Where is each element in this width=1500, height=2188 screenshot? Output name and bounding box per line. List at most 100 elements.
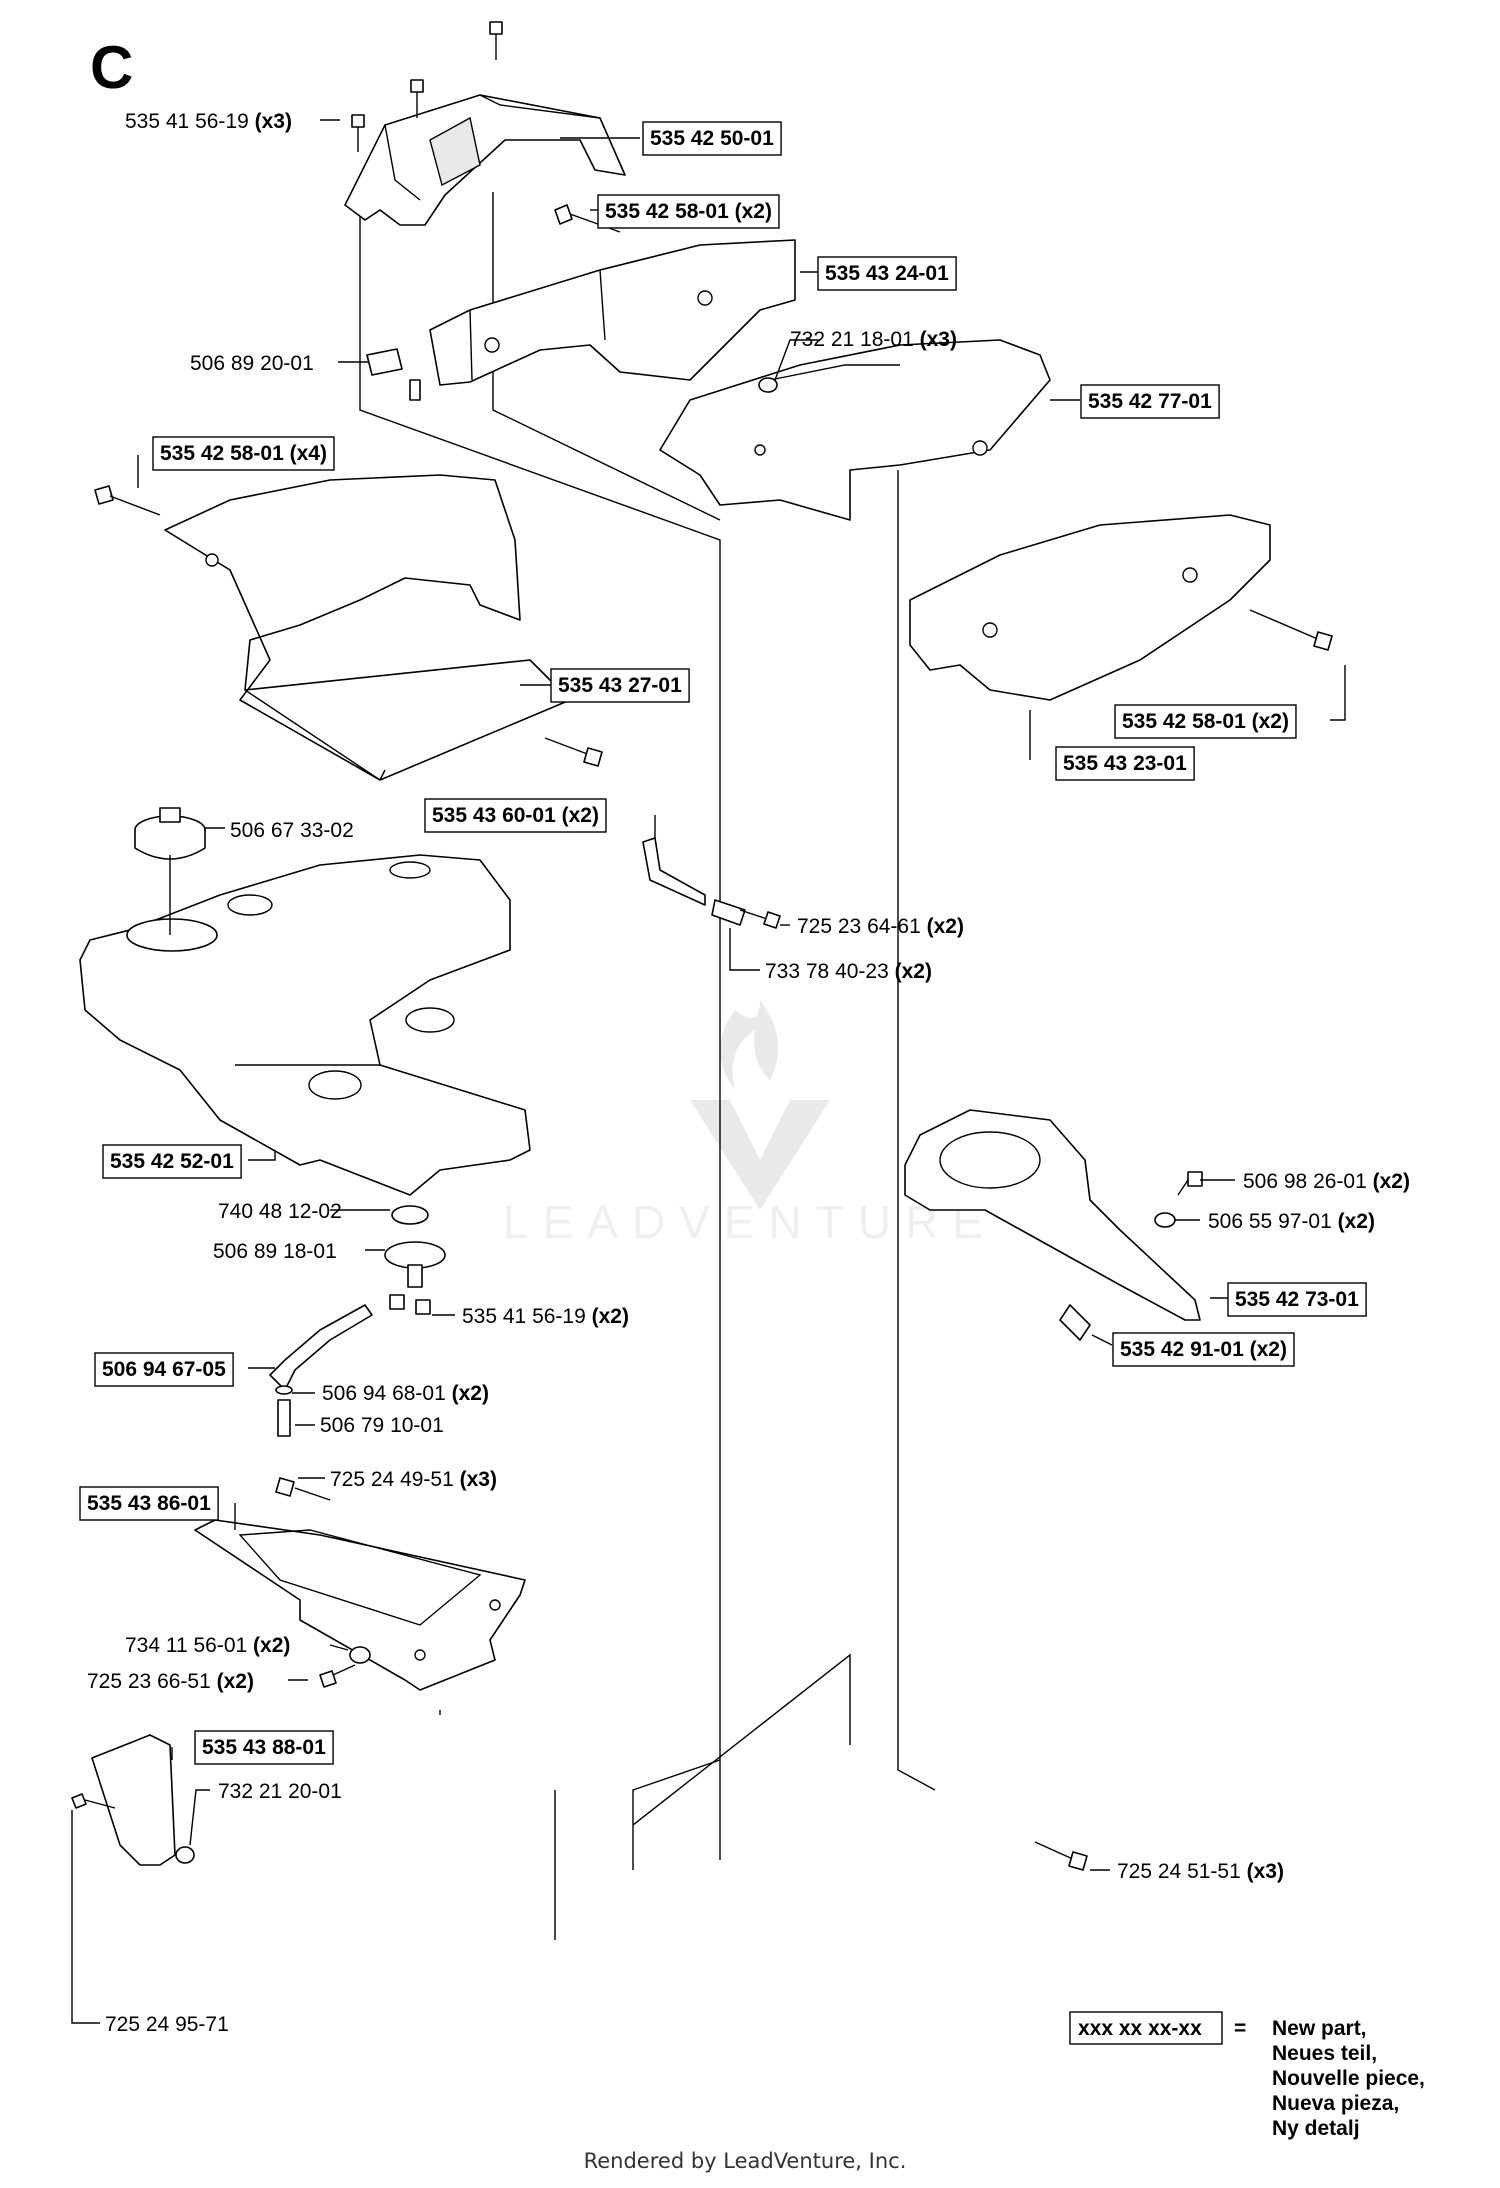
callout-506-98-26-01: 506 98 26-01 (x2) — [1243, 1170, 1410, 1193]
callout-734-11-56-01: 734 11 56-01 (x2) — [125, 1634, 290, 1657]
callout-732-21-18-01: 732 21 18-01 (x3) — [790, 328, 957, 351]
bracket-535-43-86 — [194, 1519, 526, 1691]
part-number: 535 42 50-01 — [650, 127, 774, 150]
callout-506-94-67-05: 506 94 67-05 — [94, 1352, 234, 1387]
bolt-535-42-58-x4 — [94, 485, 161, 516]
legend-equals: = — [1234, 2017, 1246, 2040]
new-part-frame — [94, 1352, 234, 1387]
callout-535-41-56-19-top: 535 41 56-19 (x3) — [125, 110, 292, 133]
callout-text: 535 42 73-01 — [1235, 1288, 1359, 1311]
part-number: 725 24 51-51 — [1117, 1860, 1241, 1883]
part-quantity: (x3) — [249, 110, 292, 133]
callout-text: 506 55 97-01 (x2) — [1208, 1210, 1375, 1233]
clip-506-89-20 — [366, 348, 421, 401]
callout-535-42-50-01: 535 42 50-01 — [642, 121, 782, 156]
callout-725-24-95-71: 725 24 95-71 — [105, 2013, 229, 2036]
bolt-725-24-95 — [71, 1793, 116, 1809]
callout-535-42-52-01: 535 42 52-01 — [102, 1144, 242, 1179]
footer-credit: Rendered by LeadVenture, Inc. — [584, 2149, 907, 2173]
part-quantity: (x2) — [211, 1670, 254, 1693]
fuel-outlet-506-89-18 — [384, 1241, 446, 1288]
part-number: 506 55 97-01 — [1208, 1210, 1332, 1233]
callout-text: 535 43 23-01 — [1063, 752, 1187, 775]
new-part-frame — [1055, 746, 1195, 781]
callout-535-42-58-01-x4: 535 42 58-01 (x4) — [152, 436, 335, 471]
callout-text: 535 42 58-01 (x4) — [160, 442, 327, 465]
new-part-frame — [152, 436, 335, 471]
callout-733-78-40-23: 733 78 40-23 (x2) — [765, 960, 932, 983]
part-quantity: (x2) — [586, 1305, 629, 1328]
plate-535-43-88 — [91, 1734, 176, 1866]
washer-734-11-56 — [349, 1646, 371, 1664]
part-quantity: (x2) — [1246, 710, 1289, 733]
callout-535-43-24-01: 535 43 24-01 — [817, 256, 957, 291]
part-number: 740 48 12-02 — [218, 1200, 342, 1223]
callout-text: 506 89 18-01 — [213, 1240, 337, 1263]
o-ring-740-48-12 — [391, 1205, 429, 1225]
part-quantity: (x2) — [889, 960, 932, 983]
callout-535-42-73-01: 535 42 73-01 — [1227, 1282, 1367, 1317]
part-number: 535 43 27-01 — [558, 674, 682, 697]
watermark: LEADVENTURE — [503, 1000, 983, 1248]
part-number: 506 67 33-02 — [230, 819, 354, 842]
assembly-lines — [359, 192, 936, 1940]
panel-535-42-77 — [659, 339, 1051, 521]
part-quantity: (x2) — [729, 200, 772, 223]
callout-506-79-10-01: 506 79 10-01 — [320, 1414, 444, 1437]
callout-506-89-20-01: 506 89 20-01 — [190, 352, 314, 375]
new-part-frame — [424, 798, 607, 833]
callout-text: 734 11 56-01 (x2) — [125, 1634, 290, 1657]
deflector-535-43-27 — [164, 474, 571, 782]
callout-text: 535 43 24-01 — [825, 262, 949, 285]
callout-740-48-12-02: 740 48 12-02 — [218, 1200, 342, 1223]
callout-text: 535 43 27-01 — [558, 674, 682, 697]
callout-text: 506 67 33-02 — [230, 819, 354, 842]
callout-text: 506 79 10-01 — [320, 1414, 444, 1437]
callout-535-42-58-01-x2-top: 535 42 58-01 (x2) — [597, 194, 780, 229]
callout-535-42-77-01: 535 42 77-01 — [1080, 384, 1220, 419]
part-number: 725 23 66-51 — [87, 1670, 211, 1693]
part-number: 535 42 58-01 — [1122, 710, 1246, 733]
new-part-frame — [102, 1144, 242, 1179]
bolt-725-23-64 — [739, 909, 781, 929]
part-number: 506 79 10-01 — [320, 1414, 444, 1437]
part-quantity: (x3) — [914, 328, 957, 351]
callout-text: 725 24 49-51 (x3) — [330, 1468, 497, 1491]
part-number: 725 24 49-51 — [330, 1468, 454, 1491]
part-quantity: (x2) — [921, 915, 964, 938]
legend-sample: xxx xx xx-xx — [1078, 2017, 1202, 2040]
part-number: 535 42 58-01 — [160, 442, 284, 465]
part-number: 506 89 20-01 — [190, 352, 314, 375]
callout-text: 732 21 18-01 (x3) — [790, 328, 957, 351]
new-part-frame — [1114, 704, 1297, 739]
callout-text: 725 24 95-71 — [105, 2013, 229, 2036]
bolt-725-23-66 — [319, 1664, 356, 1688]
callout-535-43-27-01: 535 43 27-01 — [550, 668, 690, 703]
part-quantity: (x2) — [1244, 1338, 1287, 1361]
part-number: 535 42 77-01 — [1088, 390, 1212, 413]
part-number: 725 23 64-61 — [797, 915, 921, 938]
new-part-frame — [1112, 1332, 1295, 1367]
part-number: 535 43 88-01 — [202, 1736, 326, 1759]
part-number: 506 94 68-01 — [322, 1382, 446, 1405]
callout-text: 535 41 56-19 (x2) — [462, 1305, 629, 1328]
callout-text: 732 21 20-01 — [218, 1780, 342, 1803]
part-number: 506 89 18-01 — [213, 1240, 337, 1263]
callout-text: 506 94 67-05 — [102, 1358, 226, 1381]
callout-text: 725 23 64-61 (x2) — [797, 915, 964, 938]
callout-506-67-33-02: 506 67 33-02 — [230, 819, 354, 842]
new-part-frame — [597, 194, 780, 229]
part-number: 535 43 24-01 — [825, 262, 949, 285]
part-number: 734 11 56-01 — [125, 1634, 247, 1657]
part-number: 733 78 40-23 — [765, 960, 889, 983]
part-number: 535 42 58-01 — [605, 200, 729, 223]
callout-text: 733 78 40-23 (x2) — [765, 960, 932, 983]
callout-506-55-97-01: 506 55 97-01 (x2) — [1208, 1210, 1375, 1233]
part-number: 535 43 23-01 — [1063, 752, 1187, 775]
callout-text: 506 94 68-01 (x2) — [322, 1382, 489, 1405]
bolt-535-42-58-top — [554, 204, 621, 233]
part-number: 535 42 91-01 — [1120, 1338, 1244, 1361]
callout-535-43-86-01: 535 43 86-01 — [79, 1486, 219, 1521]
legend-line-5: Ny detalj — [1272, 2117, 1360, 2140]
